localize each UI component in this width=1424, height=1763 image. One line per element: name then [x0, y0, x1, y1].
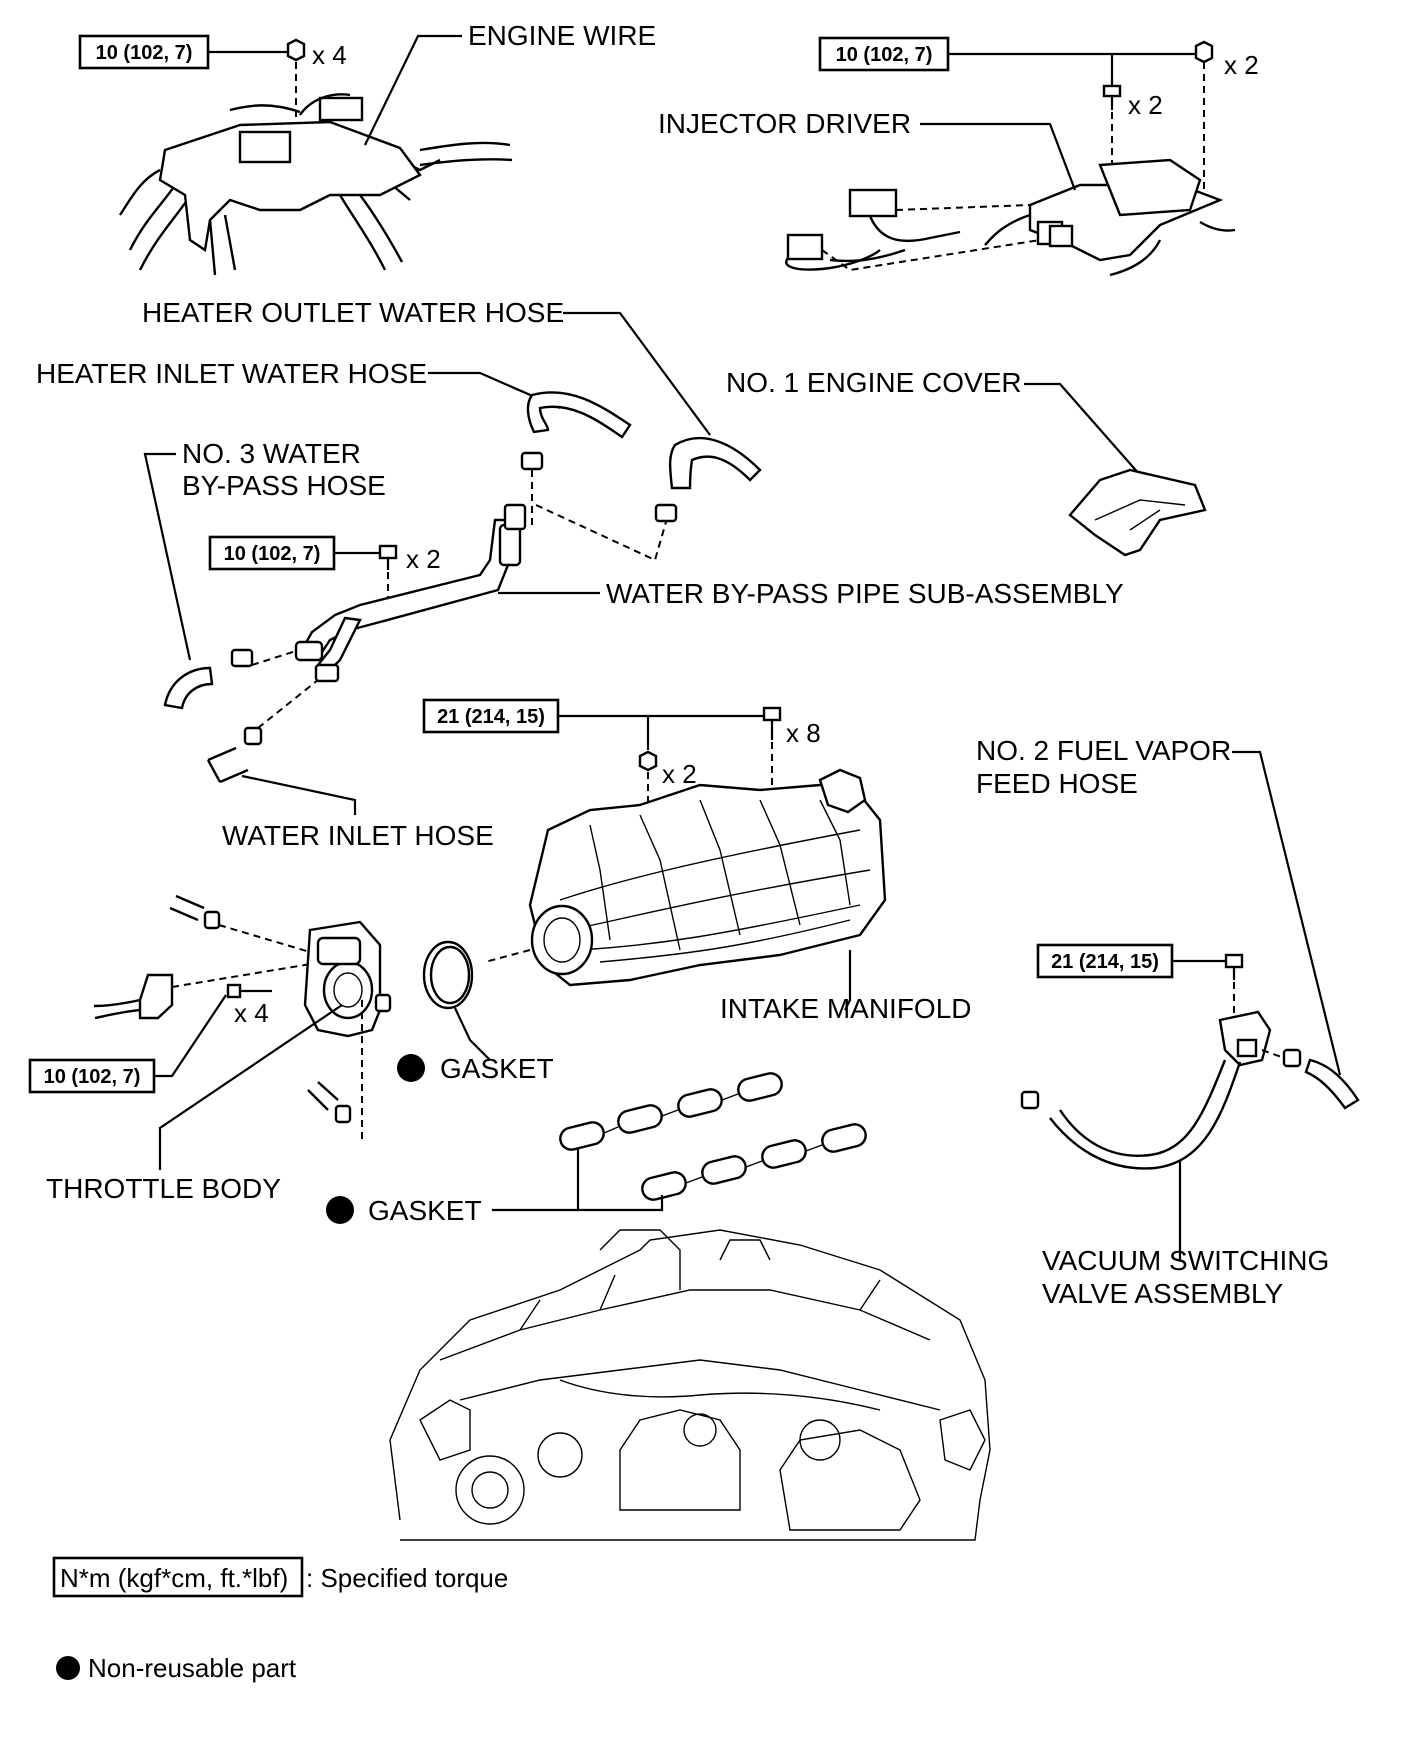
torque-engine-wire: 10 (102, 7) [96, 42, 193, 64]
label-water-bypass-pipe: WATER BY-PASS PIPE SUB-ASSEMBLY [606, 578, 1124, 609]
connector-icon [318, 96, 364, 122]
torque-throttle-body: 10 (102, 7) [44, 1066, 141, 1088]
heater-inlet-hose [526, 391, 632, 439]
label-gasket-throttle: GASKET [440, 1053, 554, 1084]
bolt-head-icon [762, 706, 782, 722]
connector-icon [786, 233, 824, 261]
label-no3-water-line2: BY-PASS HOSE [182, 470, 386, 501]
heater-hoses-group: HEATER OUTLET WATER HOSE HEATER INLET WA… [36, 297, 762, 562]
hose-clamp-icon [203, 910, 221, 930]
vacuum-switching-valve [1218, 1010, 1272, 1067]
label-no2-fuel-line1: NO. 2 FUEL VAPOR [976, 735, 1231, 766]
throttle-body-gasket [422, 940, 474, 1010]
label-injector-driver: INJECTOR DRIVER [658, 108, 911, 139]
label-no3-water-line1: NO. 3 WATER [182, 438, 361, 469]
engine-wire-group: 10 (102, 7) x 4 ENGINE WIRE [78, 20, 656, 276]
label-no2-fuel-line2: FEED HOSE [976, 768, 1138, 799]
qty-manifold-nut: x 2 [662, 759, 697, 789]
bolt-head-icon [378, 544, 398, 560]
label-throttle-body: THROTTLE BODY [46, 1173, 281, 1204]
intake-manifold-group: 21 (214, 15) x 2 x 8 INTAKE MANIFOLD [422, 698, 972, 1024]
no3-water-bypass-hose [163, 666, 214, 710]
hose-clamp-icon [243, 726, 263, 746]
torque-box-bypass-pipe [208, 535, 336, 571]
legend-torque-unit: N*m (kgf*cm, ft.*lbf) [60, 1563, 288, 1593]
label-vsv-line2: VALVE ASSEMBLY [1042, 1278, 1284, 1309]
torque-box-injector-driver [818, 36, 950, 72]
nut-icon [638, 750, 658, 772]
engine-cover-group: NO. 1 ENGINE COVER [726, 367, 1207, 557]
label-no1-engine-cover: NO. 1 ENGINE COVER [726, 367, 1022, 398]
label-intake-manifold: INTAKE MANIFOLD [720, 993, 972, 1024]
label-heater-inlet-water-hose: HEATER INLET WATER HOSE [36, 358, 427, 389]
manifold-throttle-flange [530, 904, 594, 976]
label-water-inlet-hose: WATER INLET HOSE [222, 820, 494, 851]
label-vsv-line1: VACUUM SWITCHING [1042, 1245, 1329, 1276]
hose-clamp-icon [654, 503, 678, 523]
torque-box-throttle-body [28, 1058, 156, 1094]
injector-driver-group: 10 (102, 7) x 2 x 2 INJECTOR DRIVER [658, 36, 1259, 277]
nut-icon [1194, 40, 1214, 64]
hose-clamp-icon [230, 648, 254, 668]
torque-intake-manifold: 21 (214, 15) [437, 706, 545, 728]
engine-block-illustration [389, 1229, 991, 1541]
qty-injector-driver-nut: x 2 [1224, 50, 1259, 80]
qty-manifold-bolt: x 8 [786, 718, 821, 748]
vsv-group: NO. 2 FUEL VAPOR FEED HOSE 21 (214, 15) … [976, 735, 1360, 1309]
hose-clamp-icon [1020, 1090, 1040, 1110]
manifold-gasket-lower [641, 1123, 867, 1201]
non-reusable-icon [56, 1656, 80, 1680]
qty-injector-driver-bolt: x 2 [1128, 90, 1163, 120]
bolt-head-icon [226, 983, 242, 999]
bypass-group: NO. 3 WATER BY-PASS HOSE 10 (102, 7) x 2… [143, 438, 1124, 851]
hose-clamp-icon [1282, 1048, 1302, 1068]
label-gasket-manifold: GASKET [368, 1195, 482, 1226]
non-reusable-icon [326, 1196, 354, 1224]
torque-box-intake-manifold [422, 698, 560, 734]
hose-clamp-icon [334, 1104, 352, 1124]
label-engine-wire: ENGINE WIRE [468, 20, 656, 51]
manifold-gasket-group: GASKET [326, 1072, 867, 1226]
manifold-gasket-upper [559, 1072, 783, 1151]
nut-icon [286, 38, 306, 62]
connector-icon [238, 130, 292, 164]
qty-bypass-pipe-bolt: x 2 [406, 544, 441, 574]
throttle-body-group: x 4 10 (102, 7) THROTTLE BODY GASKET [28, 894, 554, 1204]
label-heater-outlet-water-hose: HEATER OUTLET WATER HOSE [142, 297, 564, 328]
connector-icon [848, 188, 898, 218]
water-inlet-hose [206, 746, 249, 784]
legend-nonreusable: Non-reusable part [88, 1653, 297, 1683]
torque-box-vsv [1036, 943, 1174, 979]
engine-wire-bracket [158, 120, 422, 253]
torque-box-engine-wire [78, 34, 210, 70]
non-reusable-icon [397, 1054, 425, 1082]
bolt-head-icon [1102, 84, 1122, 98]
qty-throttle-bolt: x 4 [234, 998, 269, 1028]
no2-fuel-vapor-feed-hose [1304, 1058, 1360, 1110]
heater-outlet-hose [668, 437, 762, 490]
torque-bypass-pipe: 10 (102, 7) [224, 543, 321, 565]
hose-connector [138, 973, 174, 1020]
qty-engine-wire-nut: x 4 [312, 40, 347, 70]
intake-manifold-body [528, 783, 887, 987]
torque-injector-driver: 10 (102, 7) [836, 44, 933, 66]
torque-vsv: 21 (214, 15) [1051, 951, 1159, 973]
bolt-head-icon [1224, 953, 1244, 969]
legend-torque-desc: : Specified torque [306, 1563, 508, 1593]
hose-clamp-icon [520, 451, 544, 471]
torque-legend-box [52, 1556, 304, 1598]
legend: N*m (kgf*cm, ft.*lbf) : Specified torque… [52, 1556, 508, 1683]
no1-engine-cover [1068, 468, 1207, 557]
